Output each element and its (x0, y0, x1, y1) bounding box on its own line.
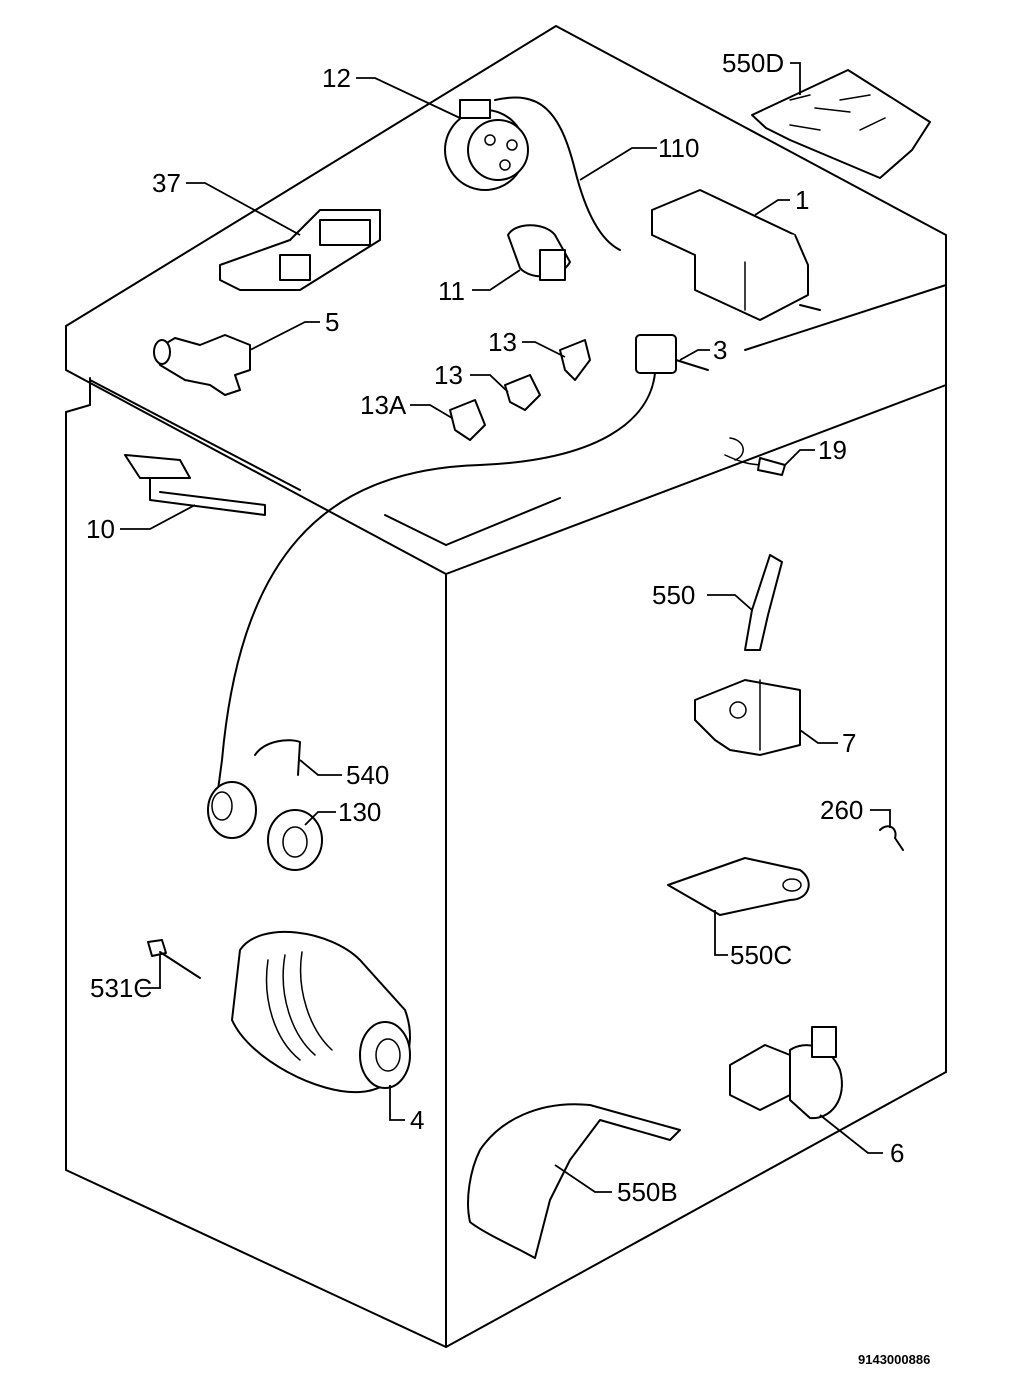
part-550c-plate (667, 857, 810, 916)
part-1-timer (651, 189, 821, 321)
callout-4: 4 (410, 1105, 424, 1135)
callout-10: 10 (86, 514, 115, 544)
part-5-inlet-valve (153, 334, 251, 396)
callout-550: 550 (652, 580, 695, 610)
part-12-pressure-switch (444, 99, 529, 191)
part-110-hose (494, 96, 621, 251)
callout-260: 260 (820, 795, 863, 825)
callout-6: 6 (890, 1138, 904, 1168)
part-4-motor (231, 930, 411, 1094)
callout-13-upper: 13 (488, 327, 517, 357)
part-7-door-lock (694, 679, 801, 756)
callout-3: 3 (713, 335, 727, 365)
callout-5: 5 (325, 307, 339, 337)
part-13-lower-connector (504, 374, 541, 411)
part-130-grommet (267, 809, 323, 871)
cable-grommet (207, 781, 257, 839)
callout-130: 130 (338, 797, 381, 827)
callout-550d: 550D (722, 48, 784, 78)
part-37-filter (219, 209, 381, 291)
part-260-spring (879, 825, 904, 851)
callout-13-lower: 13 (434, 360, 463, 390)
part-19-sensor (724, 437, 786, 476)
part-10-heater (124, 454, 266, 516)
leader-lines (120, 62, 891, 1193)
part-550-lever (744, 554, 783, 651)
part-6-drain-pump (729, 1026, 843, 1120)
part-550b-shield (467, 1103, 681, 1259)
callout-labels: 550D 12 110 37 1 11 5 13 3 13 13A 19 10 … (86, 48, 904, 1207)
part-13a-connector (449, 399, 486, 441)
cabinet-outline (65, 25, 947, 1348)
wiring-cable (217, 372, 656, 791)
callout-7: 7 (842, 728, 856, 758)
part-550d-cover-plate (751, 69, 931, 179)
callout-12: 12 (322, 63, 351, 93)
callout-550c: 550C (730, 940, 792, 970)
callout-550b: 550B (617, 1177, 678, 1207)
part-531c-screw (147, 939, 201, 979)
callout-13a: 13A (360, 390, 407, 420)
callout-531c: 531C (90, 973, 152, 1003)
callout-540: 540 (346, 760, 389, 790)
part-3-door-switch (635, 334, 709, 374)
part-13-upper-connector (559, 339, 591, 381)
document-number: 9143000886 (858, 1352, 930, 1367)
part-11-capacitor (507, 224, 571, 281)
callout-11: 11 (438, 276, 465, 306)
callout-19: 19 (818, 435, 847, 465)
callout-1: 1 (795, 185, 809, 215)
part-540-clip (254, 739, 301, 776)
callout-37: 37 (152, 168, 181, 198)
callout-110: 110 (658, 133, 699, 163)
